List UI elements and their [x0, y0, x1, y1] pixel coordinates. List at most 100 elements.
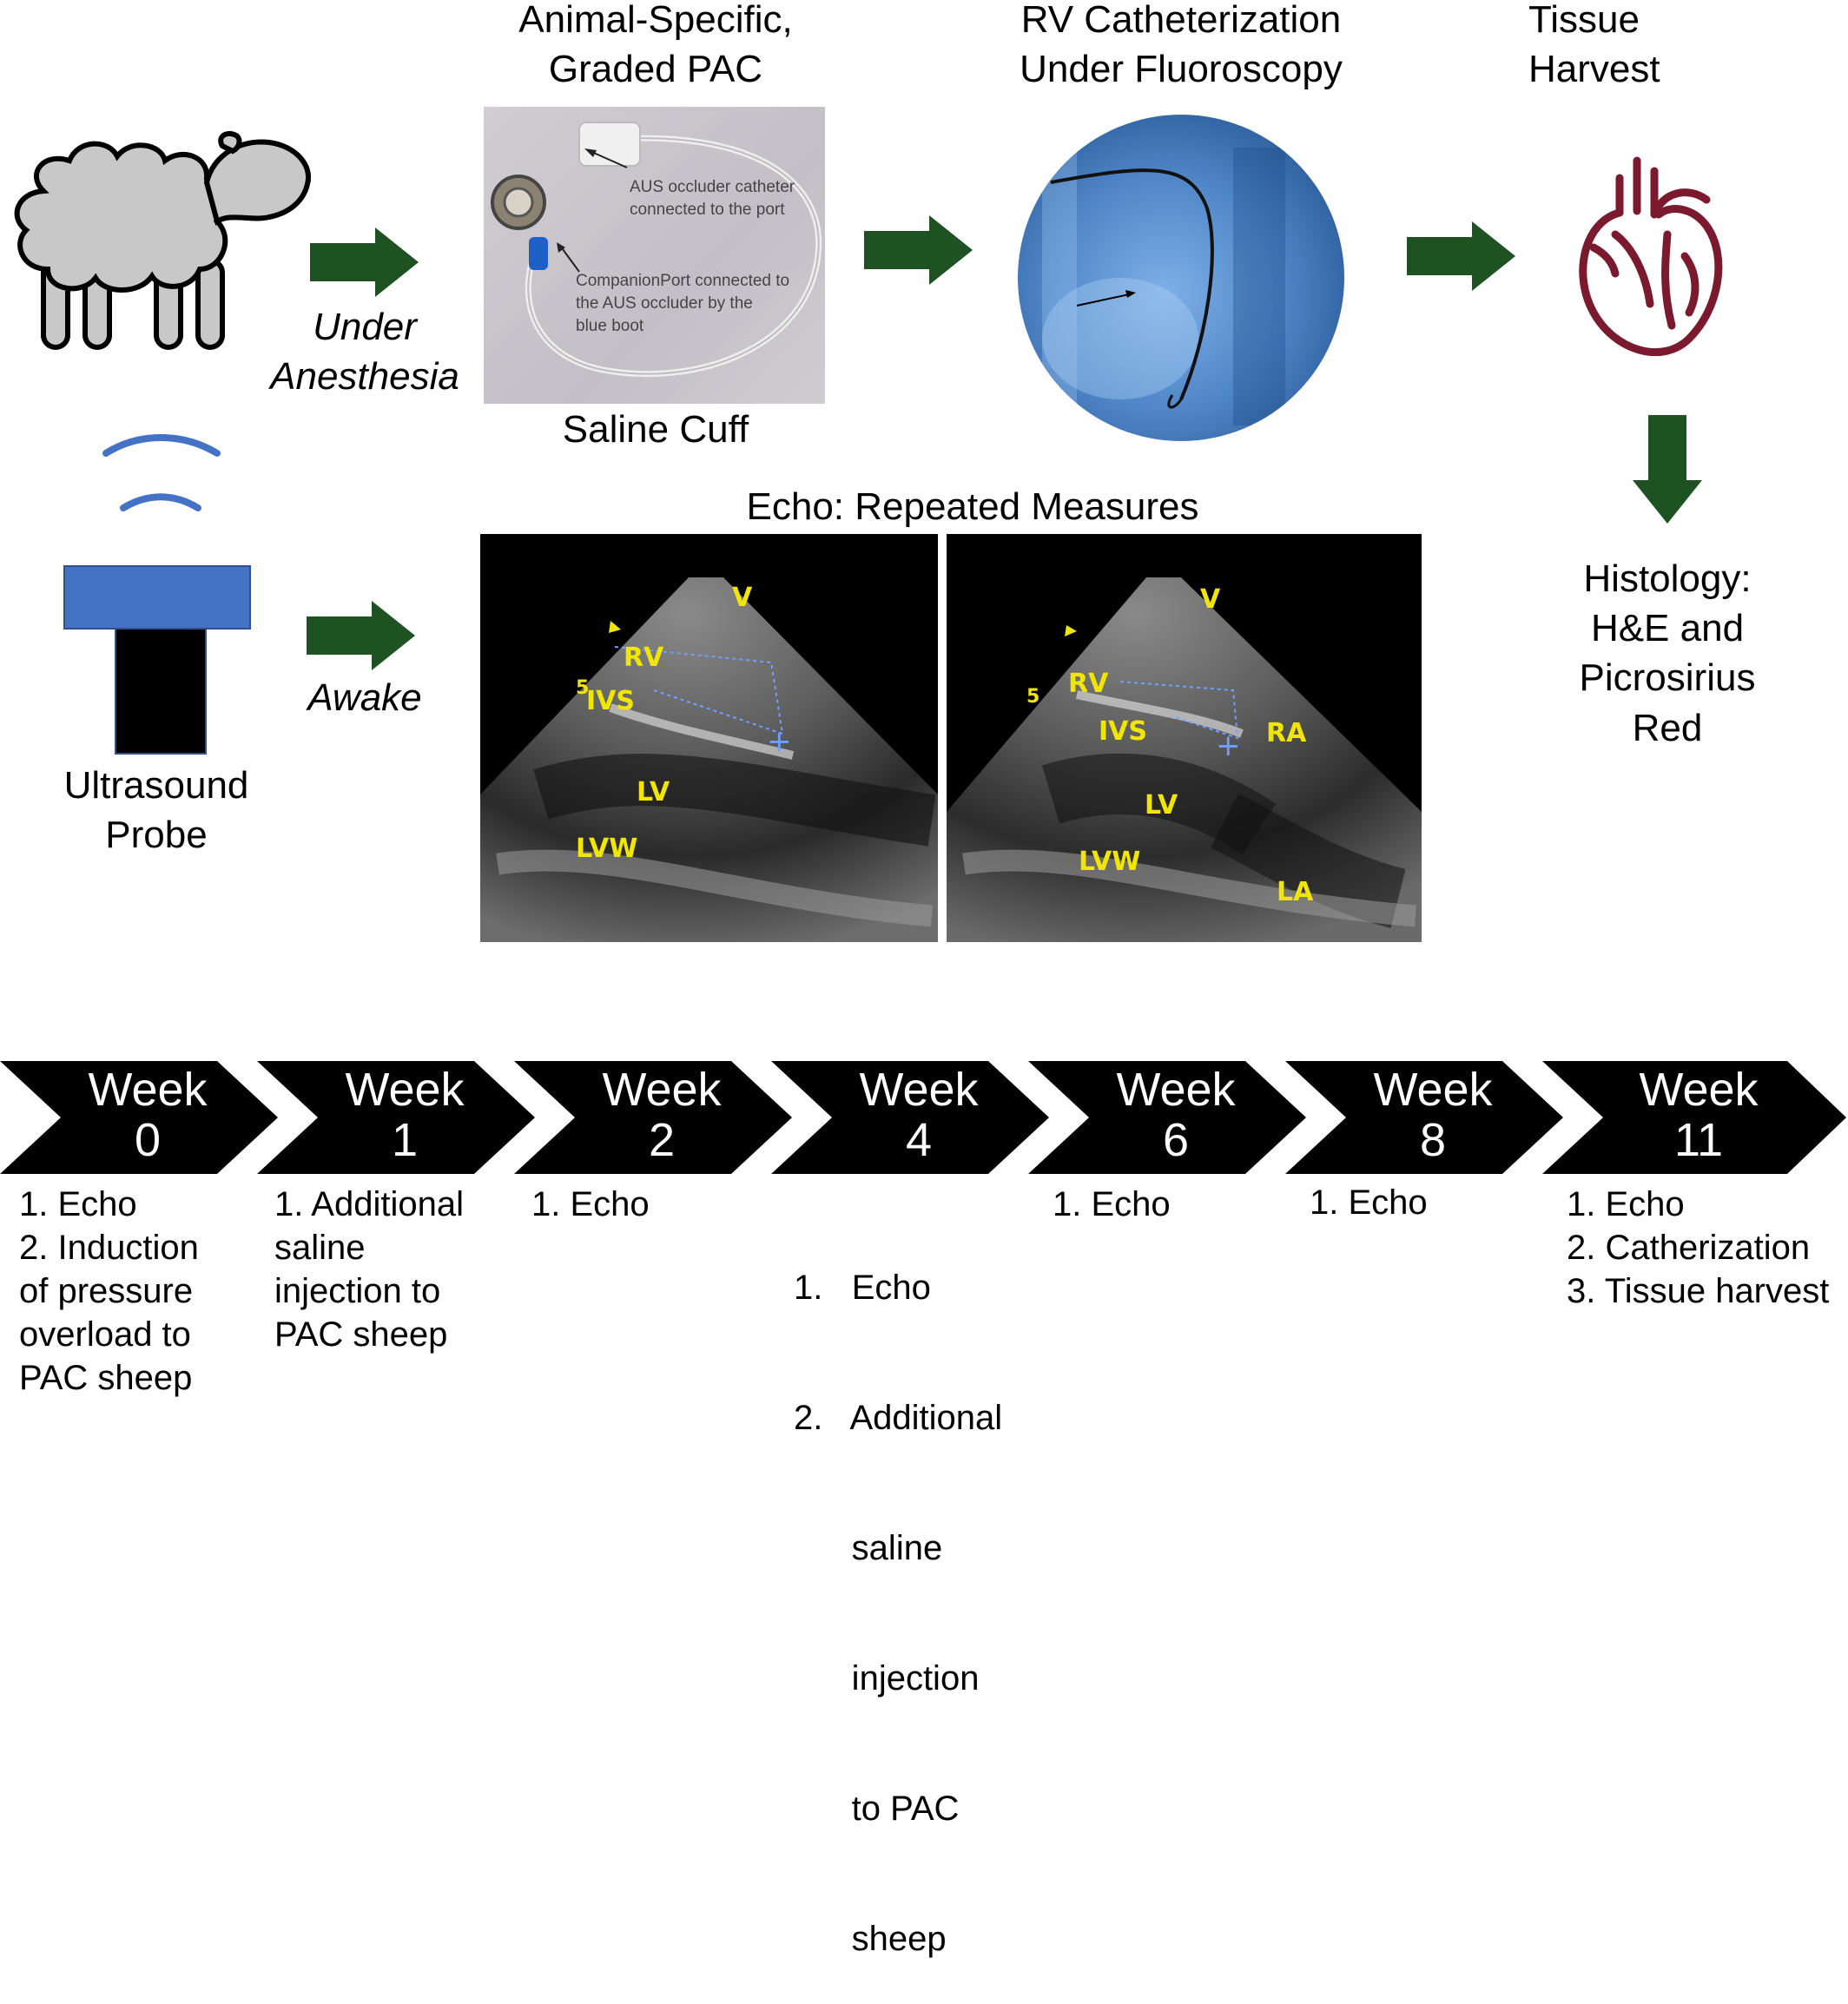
- week-0-step: overload to: [19, 1315, 191, 1354]
- right-arrow-icon: [310, 227, 419, 297]
- week-6-step: 1. Echo: [1053, 1185, 1171, 1223]
- harvest-title-line1: Tissue: [1528, 0, 1640, 41]
- harvest-title-line2: Harvest: [1528, 48, 1660, 91]
- week-0-label: Week 0: [61, 1065, 234, 1165]
- echo1-v-label: V: [732, 583, 753, 613]
- probe-label-line2: Probe: [105, 814, 208, 857]
- pac-note-2-line3: blue boot: [576, 317, 644, 335]
- week-2-chevron: [514, 1061, 792, 1174]
- anesthesia-line1: Under: [313, 306, 417, 348]
- week-11-steps: 1. Echo 2. Catherization 3. Tissue harve…: [1567, 1183, 1829, 1313]
- week-4-step: injection: [794, 1659, 980, 1697]
- svg-text:+: +: [1216, 728, 1241, 763]
- harvest-title: Tissue Harvest: [1528, 0, 1737, 94]
- week-8-num: 8: [1419, 1114, 1447, 1166]
- week-1-step: saline: [274, 1229, 366, 1267]
- histology-label: Histology: H&E and Picrosirius Red: [1537, 554, 1798, 753]
- echo1-lv-label: LV: [637, 777, 670, 808]
- echo-panel-2: + V RV 5 IVS RA LV LVW LA: [947, 534, 1422, 942]
- cath-title: RV Catheterization Under Fluoroscopy: [990, 0, 1372, 94]
- week-1-word: Week: [345, 1064, 465, 1116]
- week-6-chevron: [1028, 1061, 1306, 1174]
- down-arrow-icon: [1633, 415, 1702, 524]
- echo1-five-label: 5: [576, 677, 590, 699]
- week-8-chevron: [1285, 1061, 1563, 1174]
- week-8-step: 1. Echo: [1310, 1183, 1428, 1222]
- pac-note-2-line2: the AUS occluder by the: [576, 294, 753, 313]
- anesthesia-label: Under Anesthesia: [269, 302, 460, 401]
- pac-note-1-line2: connected to the port: [630, 201, 785, 219]
- pac-note-2-line1: CompanionPort connected to: [576, 272, 790, 290]
- week-11-step: 1. Echo: [1567, 1185, 1685, 1223]
- fluoroscopy-image: [1018, 115, 1344, 441]
- week-4-step: 1. Echo: [794, 1269, 931, 1307]
- week-8-word: Week: [1373, 1064, 1493, 1116]
- echo1-lvw-label: LVW: [576, 834, 638, 864]
- echo-sector-1: +: [480, 577, 938, 942]
- echo1-ivs-label: IVS: [586, 686, 635, 716]
- week-4-num: 4: [905, 1114, 933, 1166]
- week-4-step: saline: [794, 1529, 943, 1567]
- echo-title: Echo: Repeated Measures: [746, 485, 1199, 528]
- week-2-step: 1. Echo: [531, 1185, 650, 1223]
- saline-cuff-drawing: [491, 122, 822, 378]
- right-arrow-icon: [1407, 221, 1515, 291]
- week-0-step: 1. Echo: [19, 1185, 137, 1223]
- week-11-num: 11: [1673, 1114, 1724, 1166]
- timeline-chevrons: [0, 1061, 1846, 1174]
- svg-text:+: +: [767, 724, 792, 759]
- pac-caption: Saline Cuff: [562, 408, 749, 451]
- week-0-steps: 1. Echo 2. Induction of pressure overloa…: [19, 1183, 199, 1400]
- week-8-label: Week 8: [1346, 1065, 1520, 1165]
- week-11-label: Week 11: [1612, 1065, 1785, 1165]
- week-1-step: PAC sheep: [274, 1315, 448, 1354]
- echo2-la-label: LA: [1277, 877, 1314, 907]
- echo2-v-label: V: [1200, 584, 1221, 615]
- cath-title-line2: Under Fluoroscopy: [1020, 48, 1343, 91]
- ultrasound-probe-icon: [63, 434, 251, 755]
- week-1-steps: 1. Additional saline injection to PAC sh…: [274, 1183, 464, 1356]
- week-0-num: 0: [134, 1114, 162, 1166]
- histology-line3: Picrosirius: [1579, 656, 1756, 700]
- week-4-step: to PAC: [794, 1790, 960, 1828]
- echo-sector-2: +: [947, 577, 1422, 942]
- pac-note-1-line1: AUS occluder catheter: [630, 178, 795, 196]
- week-1-step: injection to: [274, 1272, 441, 1310]
- week-0-step: 2. Induction: [19, 1229, 199, 1267]
- probe-label: Ultrasound Probe: [26, 761, 287, 860]
- echo2-lv-label: LV: [1145, 790, 1178, 821]
- week-2-word: Week: [602, 1064, 722, 1116]
- echo2-ra-label: RA: [1266, 718, 1307, 748]
- pac-title-line2: Graded PAC: [548, 48, 763, 91]
- echo2-lvw-label: LVW: [1079, 847, 1141, 877]
- echo2-ivs-label: IVS: [1099, 716, 1147, 747]
- histology-line1: Histology:: [1583, 557, 1752, 600]
- echo2-five-label: 5: [1026, 686, 1040, 708]
- week-0-step: of pressure: [19, 1272, 194, 1310]
- week-4-chevron: [771, 1061, 1049, 1174]
- echo2-rv-label: RV: [1068, 669, 1109, 699]
- week-2-steps: 1. Echo: [531, 1183, 650, 1226]
- week-6-label: Week 6: [1089, 1065, 1263, 1165]
- pac-title: Animal-Specific, Graded PAC: [478, 0, 834, 94]
- heart-icon: [1579, 156, 1723, 356]
- week-6-num: 6: [1162, 1114, 1190, 1166]
- week-4-steps: 1. Echo 2. Additional saline injection t…: [794, 1179, 1002, 2004]
- pac-title-line1: Animal-Specific,: [518, 0, 793, 41]
- week-6-word: Week: [1116, 1064, 1236, 1116]
- week-11-chevron: [1542, 1061, 1846, 1174]
- week-2-label: Week 2: [575, 1065, 749, 1165]
- week-0-word: Week: [88, 1064, 208, 1116]
- week-8-steps: 1. Echo: [1310, 1181, 1428, 1224]
- histology-line4: Red: [1632, 706, 1703, 749]
- probe-label-line1: Ultrasound: [63, 764, 249, 807]
- week-0-step: PAC sheep: [19, 1359, 193, 1397]
- week-4-step: 2. Additional: [794, 1399, 1003, 1437]
- echo-panel-1: + V RV 5 IVS LV LVW: [480, 534, 938, 942]
- week-1-chevron: [257, 1061, 535, 1174]
- week-11-step: 2. Catherization: [1567, 1229, 1811, 1267]
- awake-label: Awake: [307, 676, 422, 719]
- echo1-rv-label: RV: [624, 643, 664, 673]
- pac-note-1: AUS occluder catheter connected to the p…: [630, 176, 795, 221]
- cath-title-line1: RV Catheterization: [1020, 0, 1342, 41]
